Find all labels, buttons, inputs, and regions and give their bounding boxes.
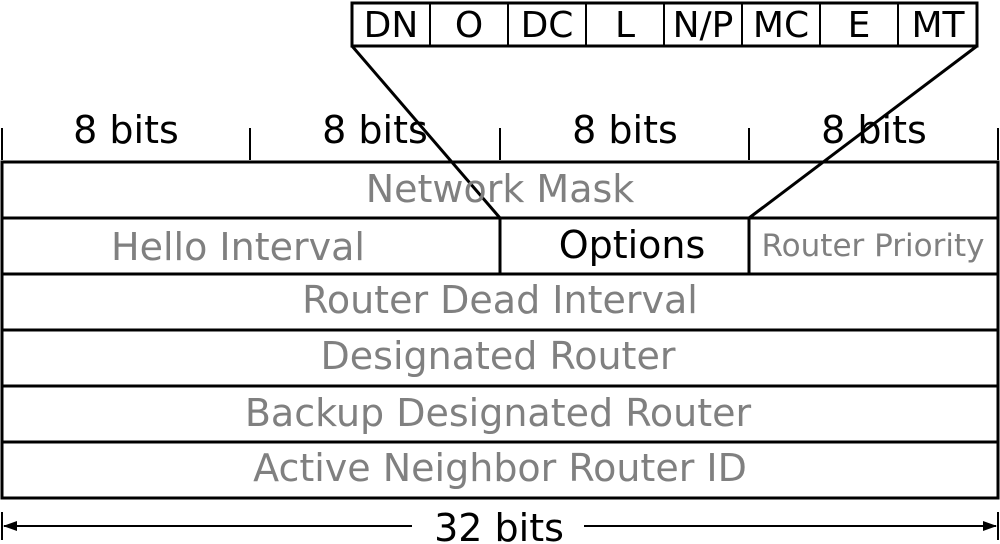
flag-n-p: N/P (673, 5, 734, 46)
width-dimension: 32 bits (1, 506, 999, 544)
flag-dc: DC (521, 5, 574, 46)
arrowhead-left-icon (3, 521, 17, 531)
flag-l: L (615, 5, 635, 46)
options-callout-lines (350, 44, 978, 220)
byte-label-1: 8 bits (73, 108, 179, 152)
field-router-priority: Router Priority (762, 228, 985, 264)
byte-ruler: 8 bits 8 bits 8 bits 8 bits (1, 108, 999, 160)
flag-mt: MT (911, 5, 965, 46)
field-hello-interval: Hello Interval (111, 225, 365, 269)
byte-label-3: 8 bits (572, 108, 678, 152)
flag-dn: DN (364, 5, 419, 46)
field-network-mask: Network Mask (366, 167, 635, 211)
field-designated-router: Designated Router (321, 334, 676, 378)
field-active-neighbor-router-id: Active Neighbor Router ID (253, 446, 747, 490)
arrowhead-right-icon (983, 521, 997, 531)
total-width-label: 32 bits (434, 506, 564, 544)
packet-fields-table: Network Mask Hello Interval Options Rout… (0, 160, 1000, 500)
flag-mc: MC (753, 5, 809, 46)
field-router-dead-interval: Router Dead Interval (302, 278, 698, 322)
byte-label-4: 8 bits (821, 108, 927, 152)
flag-e: E (848, 5, 871, 46)
field-backup-designated-router: Backup Designated Router (245, 391, 752, 435)
options-flags-box: DN O DC L N/P MC E MT (350, 1, 979, 48)
field-options: Options (559, 223, 706, 267)
flag-o: O (455, 5, 483, 46)
